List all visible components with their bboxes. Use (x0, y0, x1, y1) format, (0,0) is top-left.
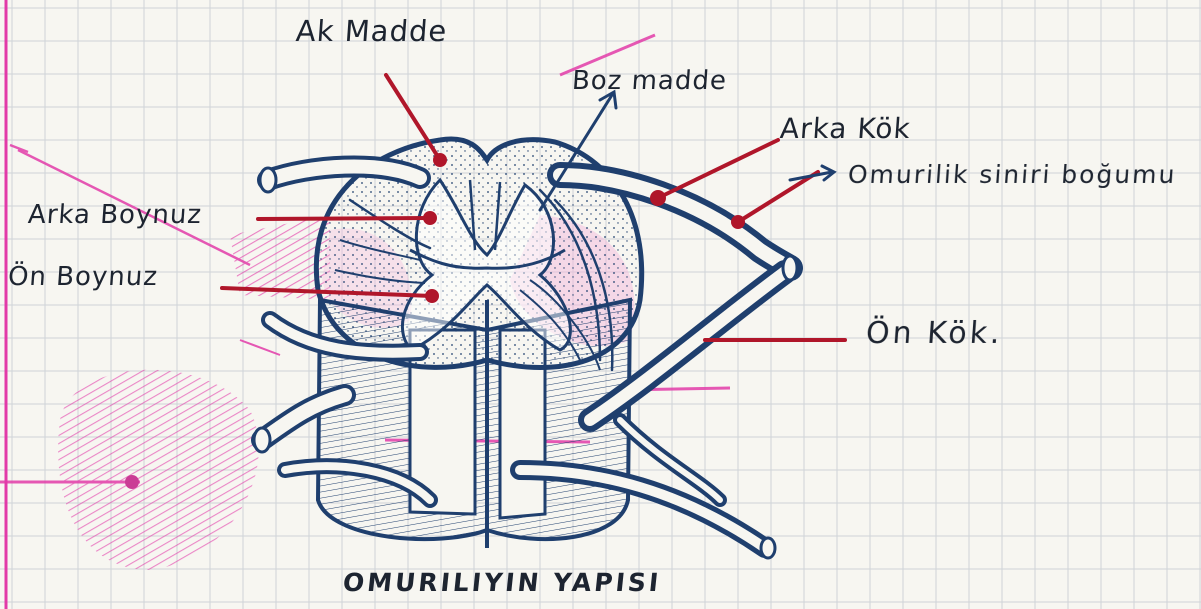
label-omurilik-siniri-bogumu: Omurilik siniri boğumu (847, 160, 1177, 189)
label-arka-kok: Arka Kök (779, 112, 912, 145)
label-ak-madde: Ak Madde (295, 14, 449, 48)
pointer-arka-boynuz (258, 218, 430, 219)
label-arka-boynuz: Arka Boynuz (27, 200, 203, 230)
label-on-boynuz: Ön Boynuz (7, 262, 159, 292)
pointer-gang (738, 172, 818, 222)
label-boz-madde: Boz madde (571, 66, 728, 96)
label-on-kok: Ön Kök. (865, 316, 1004, 351)
pointer-arka-kok (658, 140, 778, 198)
diagram-title: OMURILIYIN YAPISI (341, 568, 662, 597)
